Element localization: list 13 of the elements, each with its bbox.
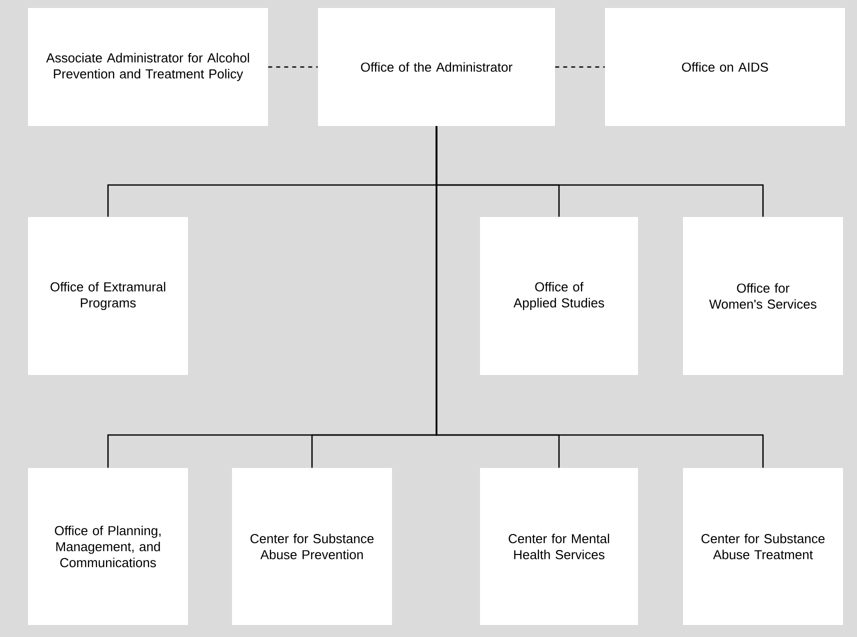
dashed-connector xyxy=(555,66,605,68)
office-box: Center for Mental Health Services xyxy=(480,468,638,625)
connector-line xyxy=(436,126,764,468)
dashed-connector xyxy=(268,66,318,68)
office-box: Office on AIDS xyxy=(605,8,845,126)
office-box: Office of Applied Studies xyxy=(480,217,638,375)
office-box: Center for Substance Abuse Treatment xyxy=(683,468,843,625)
office-box: Office of Extramural Programs xyxy=(28,217,188,375)
office-box: Associate Administrator for Alcohol Prevention and Treatment Policy xyxy=(28,8,268,126)
office-box: Center for Substance Abuse Prevention xyxy=(232,468,392,625)
office-box: Office of the Administrator xyxy=(318,8,555,126)
office-box: Office for Women's Services xyxy=(683,217,843,375)
office-box: Office of Planning, Management, and Communications xyxy=(28,468,188,625)
